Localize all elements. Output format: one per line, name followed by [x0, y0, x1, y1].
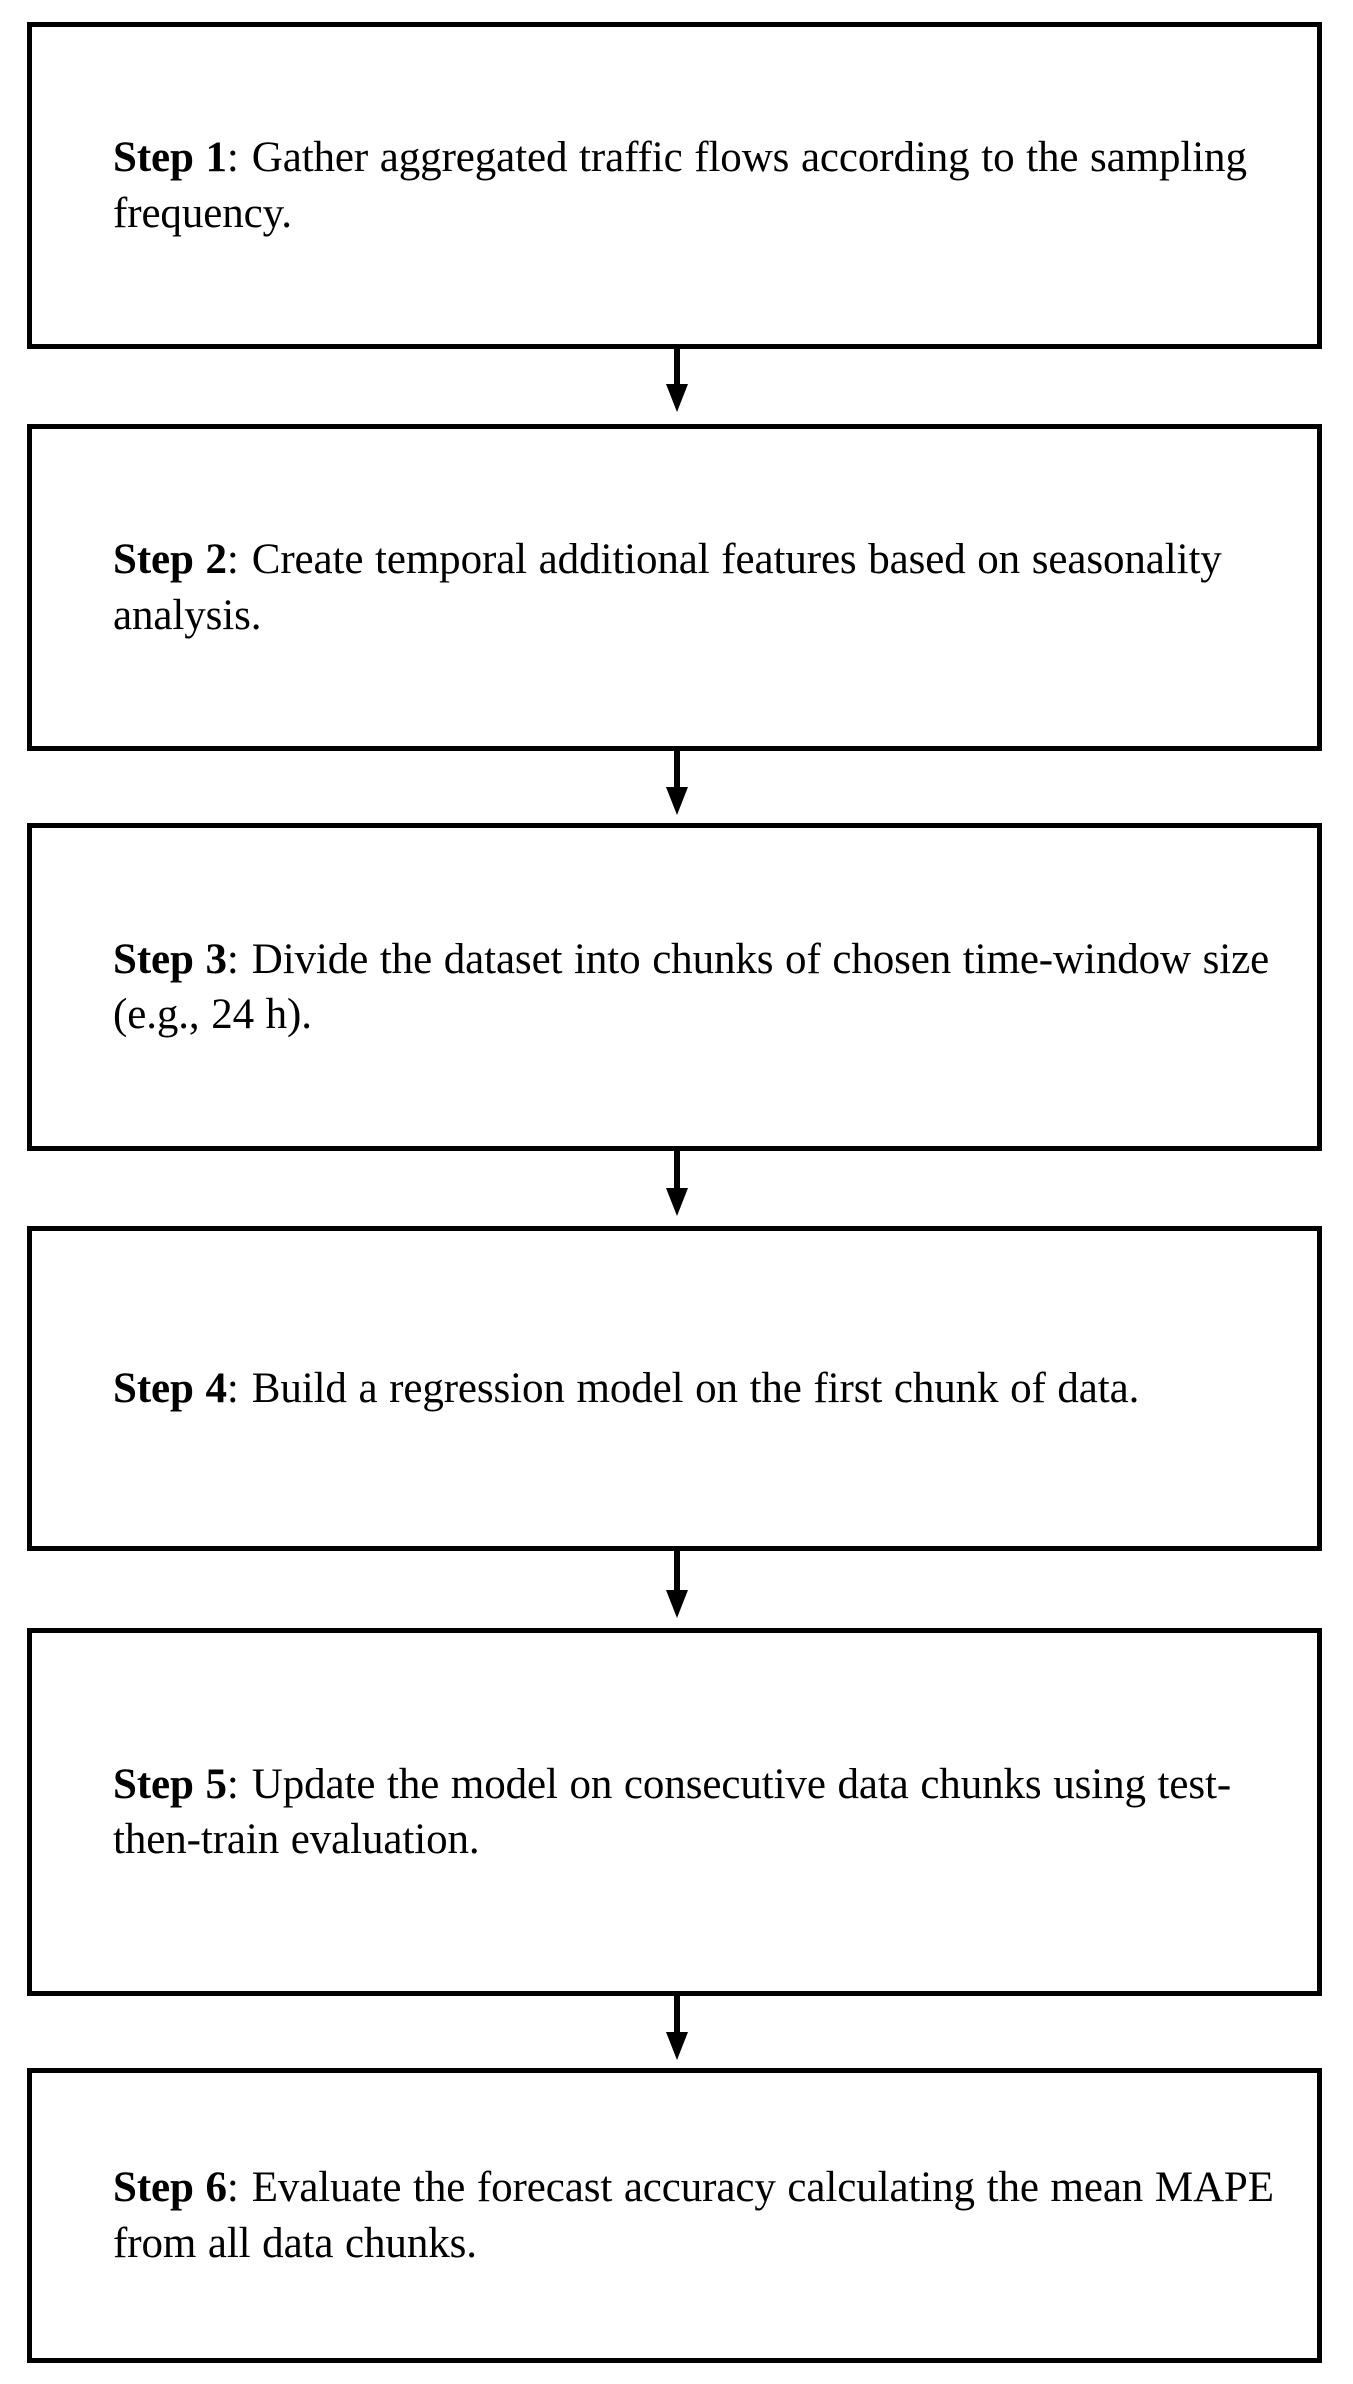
arrow-head [666, 384, 688, 412]
step-4-separator: : [226, 1364, 239, 1412]
step-5-text: Step 5:Update the model on consecutive d… [32, 1757, 1317, 1867]
step-6-label: Step 6 [113, 2164, 227, 2212]
arrow-head [666, 787, 688, 815]
step-box-5: Step 5:Update the model on consecutive d… [27, 1628, 1322, 1996]
step-1-body: Gather aggregated traffic flows accordin… [113, 134, 1247, 237]
step-2-body: Create temporal additional features base… [113, 536, 1222, 639]
step-6-body: Evaluate the forecast accuracy calculati… [113, 2164, 1274, 2267]
step-6-separator: : [226, 2164, 239, 2212]
arrow-head [666, 2032, 688, 2060]
step-4-text: Step 4:Build a regression model on the f… [32, 1361, 1173, 1416]
step-3-text: Step 3:Divide the dataset into chunks of… [32, 932, 1317, 1042]
arrow-step5-to-step6-icon [666, 1996, 688, 2060]
step-1-text: Step 1:Gather aggregated traffic flows a… [32, 130, 1317, 240]
step-box-2: Step 2:Create temporal additional featur… [27, 424, 1322, 751]
step-5-separator: : [226, 1760, 239, 1808]
step-box-1: Step 1:Gather aggregated traffic flows a… [27, 22, 1322, 349]
arrow-shaft [674, 1151, 680, 1193]
step-4-label: Step 4 [113, 1364, 227, 1412]
step-2-separator: : [226, 536, 239, 584]
step-3-label: Step 3 [113, 935, 227, 983]
step-3-separator: : [226, 935, 239, 983]
arrow-head [666, 1188, 688, 1216]
step-1-separator: : [226, 134, 239, 182]
arrow-head [666, 1590, 688, 1618]
arrow-step2-to-step3-icon [666, 751, 688, 815]
arrow-shaft [674, 1996, 680, 2037]
arrow-shaft [674, 1551, 680, 1595]
arrow-shaft [674, 349, 680, 389]
step-5-body: Update the model on consecutive data chu… [113, 1760, 1232, 1863]
step-3-body: Divide the dataset into chunks of chosen… [113, 935, 1270, 1038]
step-6-text: Step 6:Evaluate the forecast accuracy ca… [32, 2160, 1317, 2270]
arrow-shaft [674, 751, 680, 792]
step-2-text: Step 2:Create temporal additional featur… [32, 532, 1317, 642]
arrow-step1-to-step2-icon [666, 349, 688, 412]
step-4-body: Build a regression model on the first ch… [251, 1364, 1140, 1412]
step-1-label: Step 1 [113, 134, 227, 182]
step-box-3: Step 3:Divide the dataset into chunks of… [27, 823, 1322, 1151]
step-box-6: Step 6:Evaluate the forecast accuracy ca… [27, 2068, 1322, 2363]
arrow-step4-to-step5-icon [666, 1551, 688, 1619]
step-5-label: Step 5 [113, 1760, 227, 1808]
step-2-label: Step 2 [113, 536, 227, 584]
step-box-4: Step 4:Build a regression model on the f… [27, 1226, 1322, 1551]
arrow-step3-to-step4-icon [666, 1151, 688, 1217]
